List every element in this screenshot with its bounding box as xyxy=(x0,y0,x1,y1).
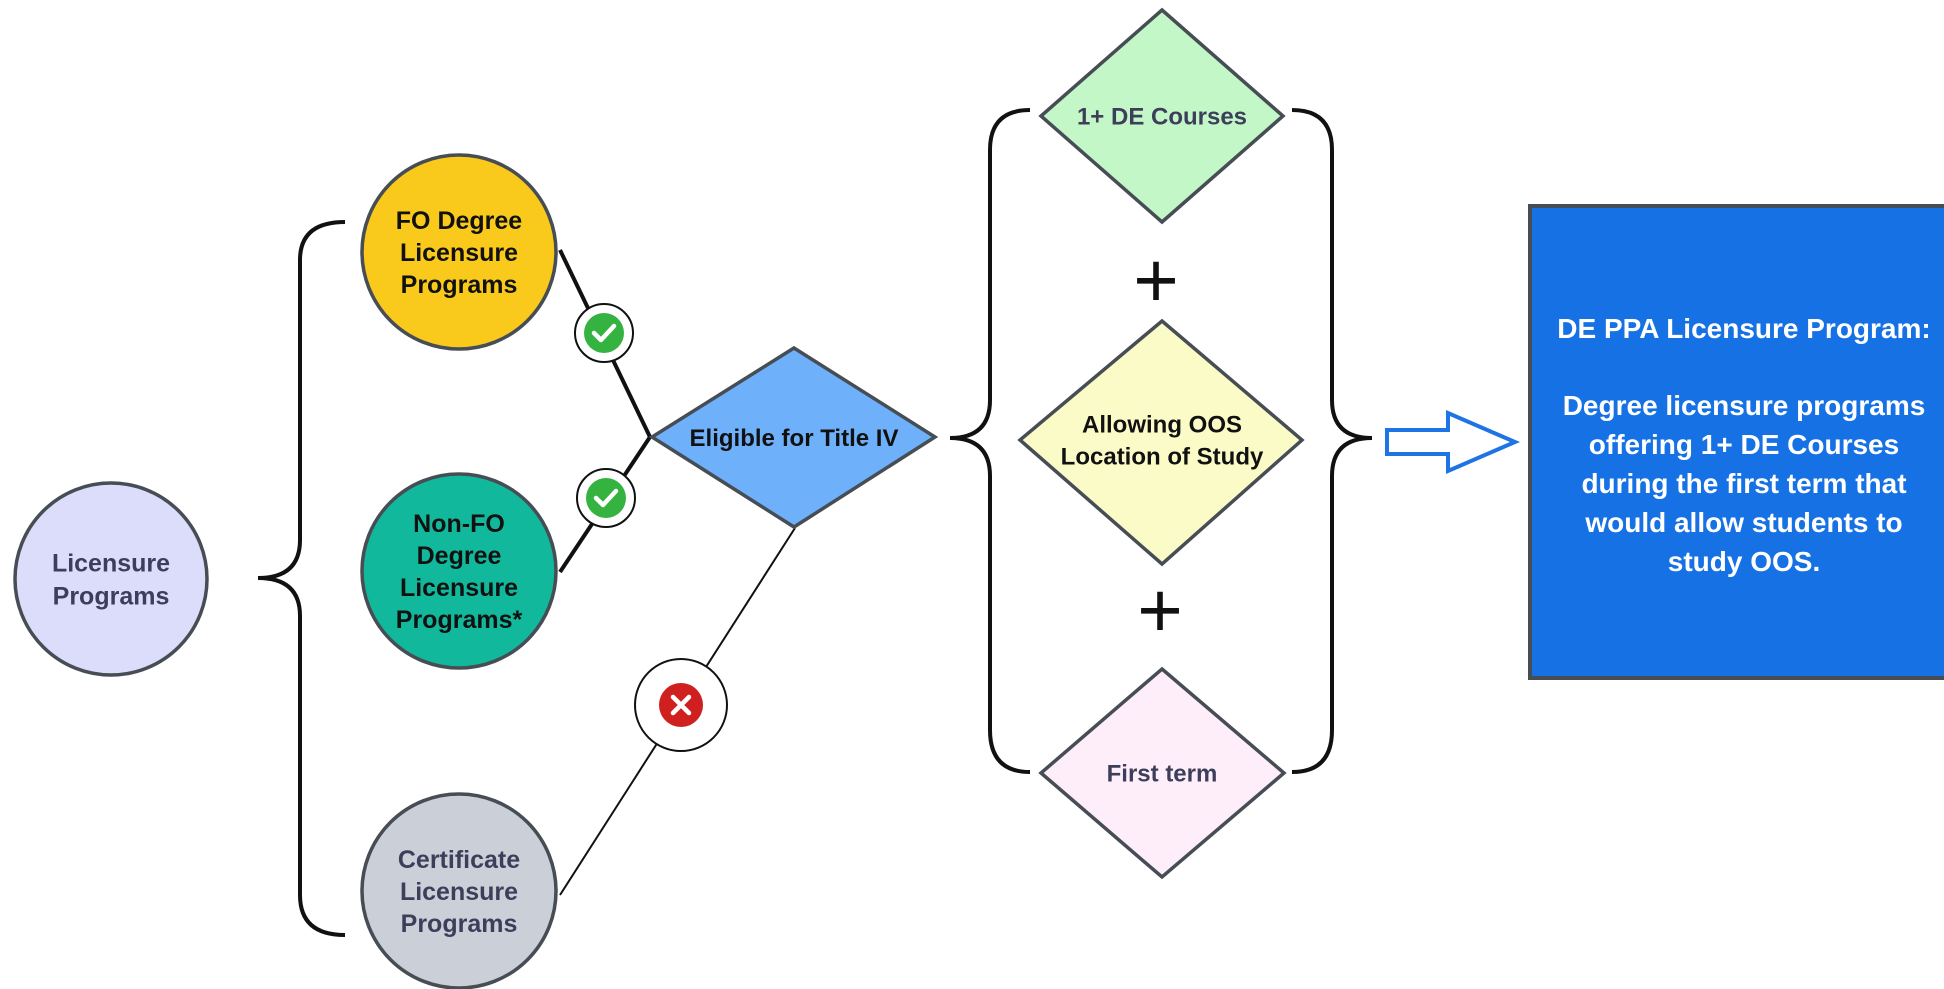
result-description: Degree licensure programs offering 1+ DE … xyxy=(1563,390,1926,577)
text-line: Degree xyxy=(417,542,502,570)
text-line: during the first term that xyxy=(1581,468,1906,499)
certificate-ineligible-x-icon xyxy=(634,658,728,752)
arrow-right-icon xyxy=(1385,409,1521,475)
text-line: Licensure xyxy=(400,239,518,267)
non-fo-eligible-check-icon xyxy=(576,468,636,528)
text-line: Degree licensure programs xyxy=(1563,390,1926,421)
plus-operator-1: + xyxy=(1133,236,1179,324)
de-courses-diamond: 1+ DE Courses xyxy=(1038,7,1286,225)
text-line: 1+ DE Courses xyxy=(1077,103,1247,130)
first-term-diamond: First term xyxy=(1038,666,1287,880)
result-title: DE PPA Licensure Program: xyxy=(1557,313,1930,344)
first-term-label: First term xyxy=(1107,760,1218,787)
text-line: would allow students to xyxy=(1584,507,1902,538)
program-group-brace xyxy=(257,220,346,937)
text-line: offering 1+ DE Courses xyxy=(1589,429,1899,460)
criteria-right-brace xyxy=(1291,108,1373,774)
text-line: Licensure xyxy=(400,574,518,602)
fo-eligible-check-icon xyxy=(574,303,634,363)
plus-sign-1: + xyxy=(1133,236,1179,324)
text-line: Allowing OOS xyxy=(1082,411,1242,438)
text-line: Non-FO xyxy=(413,510,505,538)
text-line: Programs xyxy=(401,910,518,938)
title-iv-diamond: Eligible for Title IV xyxy=(648,345,939,530)
text-line: Programs xyxy=(401,271,518,299)
text-line: Licensure xyxy=(400,878,518,906)
text-line: study OOS. xyxy=(1668,546,1820,577)
text-line: First term xyxy=(1107,760,1218,787)
result-box: DE PPA Licensure Program: Degree licensu… xyxy=(1528,204,1944,680)
text-line: Licensure xyxy=(52,549,170,577)
criteria-left-brace xyxy=(949,108,1031,774)
oos-location-diamond: Allowing OOS Location of Study xyxy=(1017,318,1305,567)
title-iv-label: Eligible for Title IV xyxy=(690,425,899,452)
plus-operator-2: + xyxy=(1137,566,1183,654)
plus-sign-2: + xyxy=(1137,566,1183,654)
text-line: Certificate xyxy=(398,846,520,874)
text-line: Location of Study xyxy=(1061,443,1264,470)
de-courses-label: 1+ DE Courses xyxy=(1077,103,1247,130)
text-line: Programs xyxy=(53,582,170,610)
text-line: Programs* xyxy=(396,606,523,634)
oos-location-label: Allowing OOS Location of Study xyxy=(1061,411,1264,470)
text-line: FO Degree xyxy=(396,207,523,235)
